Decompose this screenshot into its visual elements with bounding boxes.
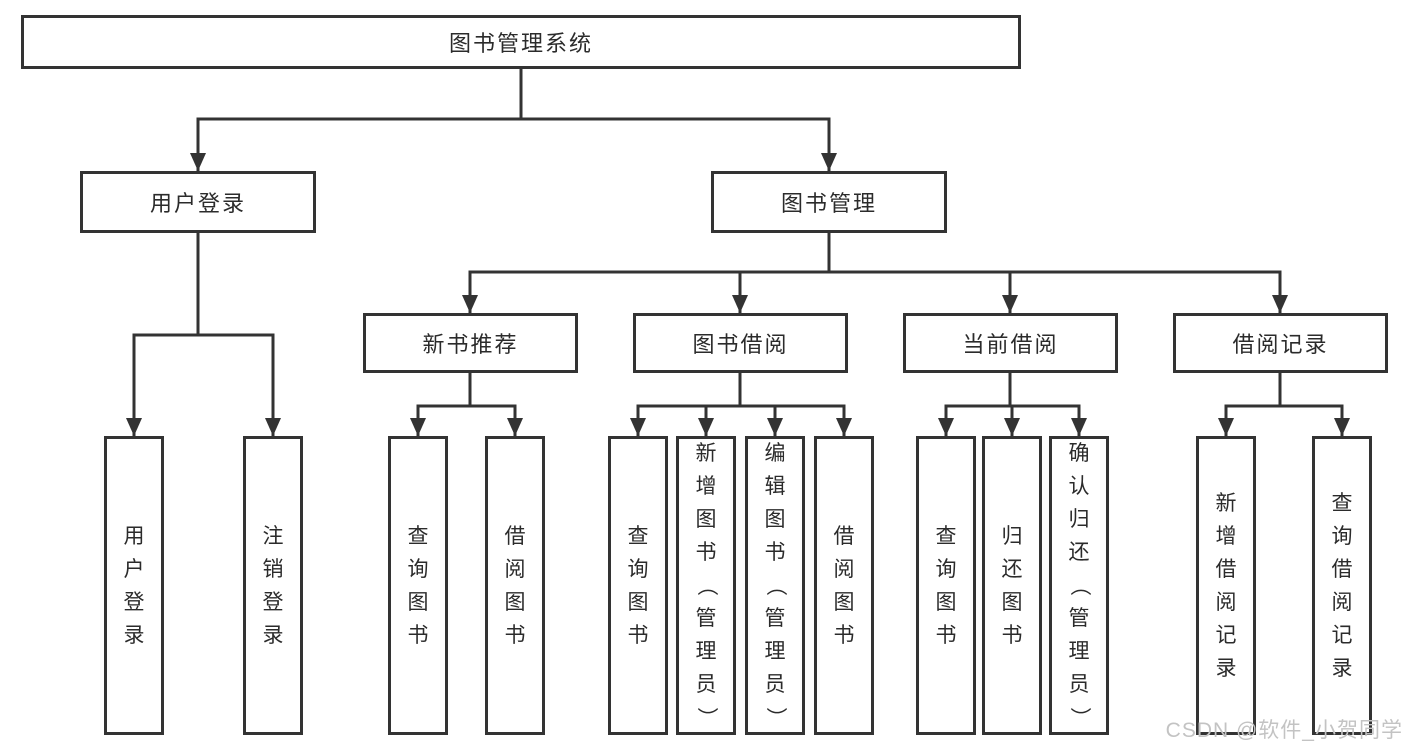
leaf-label: 借阅图书	[504, 524, 526, 647]
leaf-label: 查询图书	[407, 524, 429, 647]
leaf-query-books: 查询图书	[608, 436, 668, 735]
node-label: 新书推荐	[422, 332, 519, 357]
leaf-logout: 注销登录	[243, 436, 303, 735]
leaf-label: 新增借阅记录	[1215, 491, 1237, 680]
node-user-login: 用户登录	[80, 171, 316, 233]
leaf-label: 查询图书	[935, 524, 957, 647]
csdn-watermark: CSDN @软件_小贺同学	[1165, 719, 1403, 742]
leaf-label: 编辑图书（管理员）	[763, 442, 787, 728]
node-label: 当前借阅	[962, 332, 1059, 357]
leaf-add-borrow-record: 新增借阅记录	[1196, 436, 1256, 735]
connector-borrow-records-to-leaves	[1218, 371, 1350, 436]
node-current-borrow: 当前借阅	[903, 313, 1118, 373]
node-library-management-system: 图书管理系统	[21, 15, 1021, 69]
connector-root-to-level2	[190, 67, 837, 171]
leaf-query-borrow-record: 查询借阅记录	[1312, 436, 1372, 735]
leaf-borrow-books: 借阅图书	[485, 436, 545, 735]
leaf-label: 用户登录	[123, 524, 145, 647]
leaf-label: 查询借阅记录	[1331, 491, 1353, 680]
node-label: 用户登录	[149, 191, 246, 216]
leaf-edit-books-admin: 编辑图书（管理员）	[745, 436, 805, 735]
connector-book-borrow-to-leaves	[630, 371, 852, 436]
leaf-label: 借阅图书	[833, 524, 855, 647]
node-label: 图书管理系统	[448, 31, 593, 56]
leaf-label: 查询图书	[627, 524, 649, 647]
leaf-return-books: 归还图书	[982, 436, 1042, 735]
leaf-user-login: 用户登录	[104, 436, 164, 735]
leaf-confirm-return-admin: 确认归还（管理员）	[1049, 436, 1109, 735]
leaf-label: 归还图书	[1001, 524, 1023, 647]
connector-book-management-to-level3	[462, 231, 1288, 313]
leaf-label: 确认归还（管理员）	[1067, 442, 1091, 728]
leaf-label: 注销登录	[262, 524, 284, 647]
node-book-borrow: 图书借阅	[633, 313, 848, 373]
leaf-query-books: 查询图书	[916, 436, 976, 735]
node-book-management: 图书管理	[711, 171, 947, 233]
node-label: 图书借阅	[692, 332, 789, 357]
leaf-label: 新增图书（管理员）	[694, 442, 718, 728]
connector-new-book-recommend-to-leaves	[410, 371, 523, 436]
leaf-add-books-admin: 新增图书（管理员）	[676, 436, 736, 735]
connector-user-login-to-leaves	[126, 231, 281, 436]
connector-current-borrow-to-leaves	[938, 371, 1087, 436]
node-label: 借阅记录	[1232, 332, 1329, 357]
node-label: 图书管理	[780, 191, 877, 216]
node-new-book-recommend: 新书推荐	[363, 313, 578, 373]
node-borrow-records: 借阅记录	[1173, 313, 1388, 373]
leaf-query-books: 查询图书	[388, 436, 448, 735]
leaf-borrow-books: 借阅图书	[814, 436, 874, 735]
